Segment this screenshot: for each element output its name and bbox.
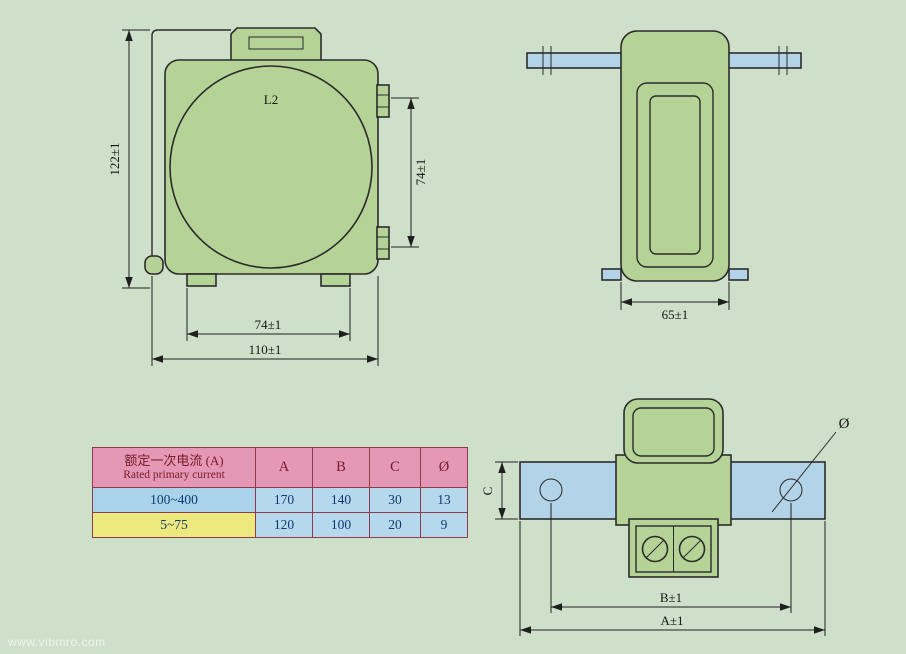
screw-slot-right bbox=[682, 539, 702, 559]
part-label: L2 bbox=[264, 92, 278, 107]
mount-hole-left bbox=[539, 478, 563, 502]
range-cell: 100~400 bbox=[92, 487, 256, 513]
foot-right bbox=[320, 273, 351, 287]
top-cap-slot bbox=[248, 36, 304, 50]
side-foot-right bbox=[728, 268, 749, 281]
bottom-body-mid bbox=[615, 454, 732, 526]
table-header-row: 额定一次电流 (A) Rated primary current A B C Ø bbox=[92, 447, 468, 488]
side-body bbox=[620, 30, 730, 282]
backplate-foot bbox=[144, 255, 164, 275]
side-inner-window bbox=[649, 95, 701, 255]
side-foot-left bbox=[601, 268, 622, 281]
side-view: 65±1 bbox=[526, 30, 802, 322]
dim-height-label: 122±1 bbox=[107, 142, 122, 175]
screw-slot-left bbox=[645, 539, 665, 559]
value-cell-b: 140 bbox=[312, 487, 370, 513]
value-cell-b: 100 bbox=[312, 512, 370, 538]
value-cell-c: 20 bbox=[369, 512, 421, 538]
dim-width-label: 110±1 bbox=[249, 342, 282, 357]
dim-b-label: B±1 bbox=[660, 590, 682, 605]
foot-left bbox=[186, 273, 217, 287]
value-cell-diameter: 9 bbox=[420, 512, 468, 538]
side-inner-frame bbox=[636, 82, 714, 268]
mount-hole-right bbox=[779, 478, 803, 502]
backplate-outline bbox=[151, 29, 231, 273]
table-row: 5~75 120 100 20 9 bbox=[92, 512, 468, 538]
value-cell-a: 170 bbox=[255, 487, 313, 513]
front-view: L2 122±1 74±1 74±1 110±1 bbox=[107, 27, 428, 366]
table-row: 100~400 170 140 30 13 bbox=[92, 487, 468, 513]
dim-a-label: A±1 bbox=[660, 613, 683, 628]
spec-table: 额定一次电流 (A) Rated primary current A B C Ø… bbox=[92, 447, 468, 538]
bottom-view: Ø C B±1 A±1 bbox=[480, 398, 850, 636]
value-cell-diameter: 13 bbox=[420, 487, 468, 513]
watermark: www.vibmro.com bbox=[8, 635, 106, 649]
rated-current-header: 额定一次电流 (A) Rated primary current bbox=[92, 447, 256, 488]
terminal-bottom bbox=[376, 226, 390, 260]
rated-current-header-en: Rated primary current bbox=[123, 469, 225, 481]
diameter-leader-line bbox=[771, 431, 837, 513]
range-cell: 5~75 bbox=[92, 512, 256, 538]
col-header-a: A bbox=[255, 447, 313, 488]
value-cell-a: 120 bbox=[255, 512, 313, 538]
col-header-c: C bbox=[369, 447, 421, 488]
dim-c-label: C bbox=[480, 487, 495, 496]
col-header-diameter: Ø bbox=[420, 447, 468, 488]
dim-depth-label: 65±1 bbox=[662, 307, 689, 322]
bottom-body-top bbox=[623, 398, 724, 464]
value-cell-c: 30 bbox=[369, 487, 421, 513]
dim-terminals-label: 74±1 bbox=[413, 159, 428, 186]
terminal-top bbox=[376, 84, 390, 118]
aperture-circle bbox=[169, 65, 373, 269]
rated-current-header-cn: 额定一次电流 (A) bbox=[124, 453, 224, 468]
bottom-body-top-inner bbox=[632, 407, 715, 457]
col-header-b: B bbox=[312, 447, 370, 488]
top-cap bbox=[230, 27, 322, 62]
dim-feet-label: 74±1 bbox=[255, 317, 282, 332]
dim-diameter-label: Ø bbox=[839, 416, 850, 432]
